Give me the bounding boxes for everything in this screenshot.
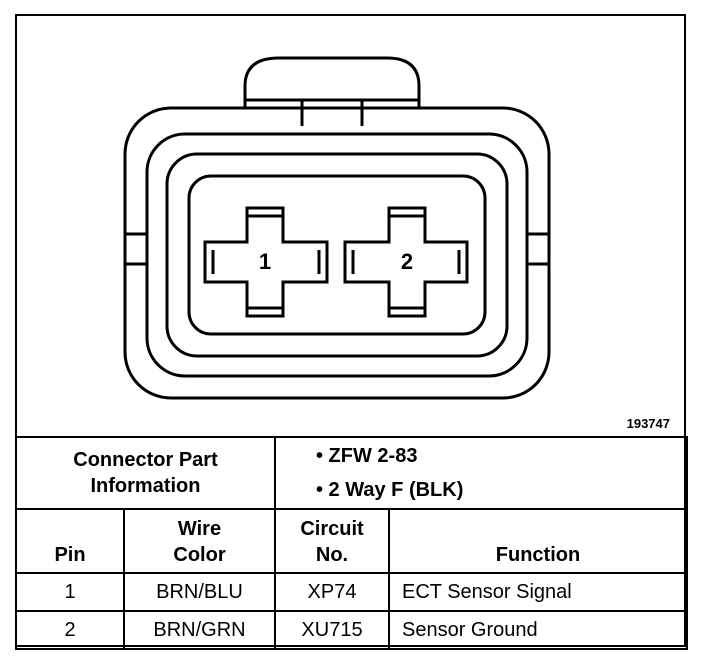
figure-id: 193747 [626,416,670,431]
part-number: • ZFW 2-83 [316,445,418,467]
header-function: Function [388,508,688,574]
circuit-cell: XP74 [274,572,390,612]
connector-type: • 2 Way F (BLK) [316,479,464,501]
terminal-2 [343,206,469,318]
part-info-label-line2: Information [90,475,201,497]
header-wire-color: Wire Color [123,508,276,574]
connector-drawing: 1 2 [123,56,551,400]
part-info-row: Connector Part Information • ZFW 2-83 • … [15,436,688,510]
pin-label-2: 2 [401,249,413,274]
function-cell: Sensor Ground [388,610,688,650]
header-circuit-no: Circuit No. [274,508,390,574]
connector-diagram-frame: 1 2 193747 Connector Part Information • … [15,14,688,650]
part-info-label: Connector Part Information [15,436,276,510]
part-info-label-line1: Connector Part [73,449,218,471]
connector-body [123,106,551,400]
pin-cell: 2 [15,610,125,650]
connector-info-table: Connector Part Information • ZFW 2-83 • … [15,436,688,650]
table-row: 1 BRN/BLU XP74 ECT Sensor Signal [15,572,688,612]
circuit-cell: XU715 [274,610,390,650]
wire-color-cell: BRN/BLU [123,572,276,612]
pin-label-1: 1 [259,249,271,274]
connector-figure: 1 2 193747 [17,16,684,436]
header-pin: Pin [15,508,125,574]
part-info-values: • ZFW 2-83 • 2 Way F (BLK) [274,436,688,510]
latch-tab [243,56,421,108]
header-row: Pin Wire Color Circuit No. Function [15,508,688,574]
pin-cell: 1 [15,572,125,612]
wire-color-cell: BRN/GRN [123,610,276,650]
function-cell: ECT Sensor Signal [388,572,688,612]
terminal-1 [203,206,329,318]
table-row: 2 BRN/GRN XU715 Sensor Ground [15,610,688,650]
